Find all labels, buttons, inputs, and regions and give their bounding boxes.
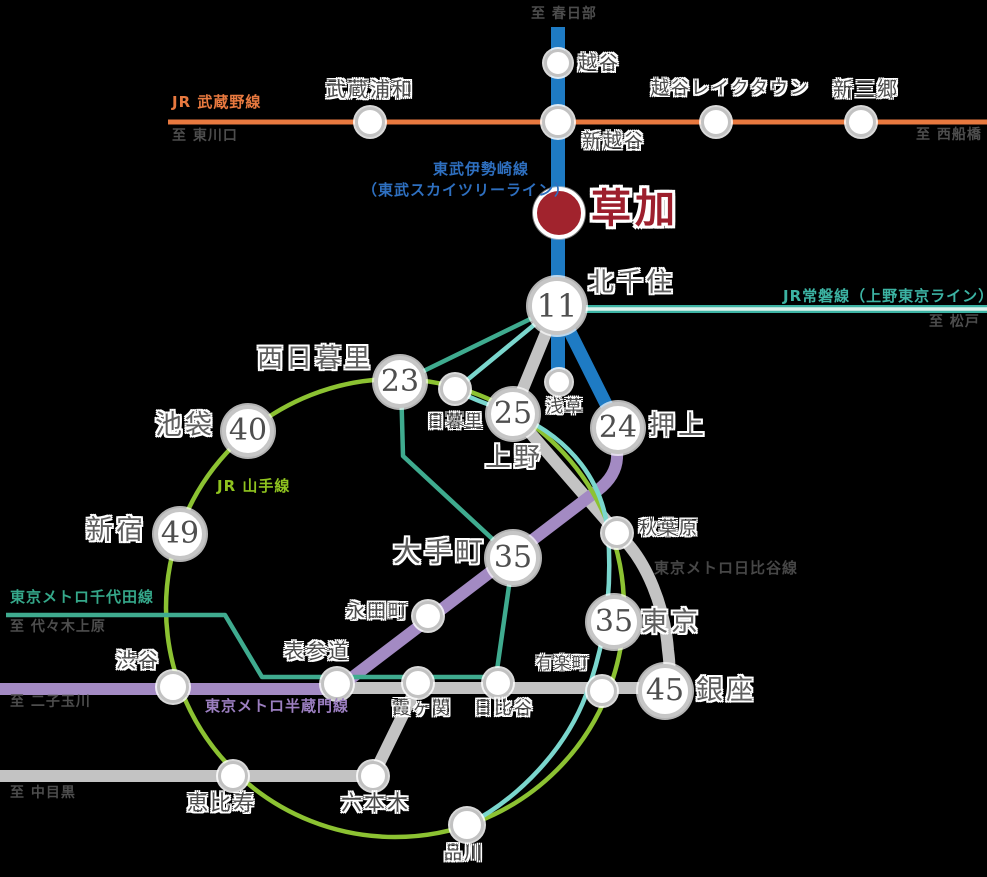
tobu-line-label-1: 東武伊勢崎線 (433, 160, 530, 178)
musashino-line-label: JR 武蔵野線 (172, 93, 262, 111)
station-dot-asakusa (546, 369, 572, 395)
time-badge-tokyo: 35 (587, 595, 641, 649)
station-label-ginza: 銀座 (696, 675, 756, 706)
station-label-shinagawa: 品川 (444, 843, 484, 864)
station-label-musashiurawa: 武蔵浦和 (326, 77, 414, 101)
station-label-ikebukuro: 池袋 (155, 410, 215, 441)
station-label-shinmisato: 新三郷 (833, 77, 899, 101)
time-value: 45 (645, 673, 685, 708)
station-dot-koshigaya (544, 49, 572, 77)
terminal-label-matsudo: 至 松戸 (929, 314, 980, 330)
station-label-ueno: 上野 (485, 443, 544, 473)
station-dot-koshigayalaketown (701, 107, 731, 137)
time-value: 24 (598, 410, 638, 445)
time-badge-otemachi: 35 (486, 531, 540, 585)
time-value: 35 (493, 540, 533, 575)
station-label-koshigaya: 越谷 (578, 52, 621, 74)
station-label-hibiya: 日比谷 (474, 698, 534, 719)
time-value: 49 (160, 516, 200, 551)
station-label-oshiage: 押上 (649, 411, 708, 441)
station-dot-hibiya (483, 668, 513, 698)
station-label-shinjuku: 新宿 (86, 515, 146, 546)
station-label-asakusa: 浅草 (546, 397, 584, 417)
time-value: 11 (536, 287, 578, 325)
soka-station-circle (533, 187, 585, 239)
time-badge-ikebukuro: 40 (222, 405, 274, 457)
station-dot-nagatacho (413, 601, 443, 631)
station-label-ebisu: 恵比寿 (187, 791, 256, 815)
station-dot-shibuya (157, 671, 189, 703)
station-dot-roppongi (358, 761, 388, 791)
time-badge-shinjuku: 49 (154, 508, 206, 560)
station-label-nippori: 日暮里 (427, 412, 484, 432)
hibiya-line-label: 東京メトロ日比谷線 (654, 559, 799, 577)
station-dot-akihabara (602, 518, 632, 548)
station-dot-nippori (440, 374, 470, 404)
time-value: 40 (228, 413, 268, 448)
terminal-label-nakameguro: 至 中目黒 (10, 785, 76, 801)
station-label-tokyo: 東京 (641, 607, 701, 638)
station-dot-kasumigaseki (403, 668, 433, 698)
station-label-akihabara: 秋葉原 (639, 518, 699, 539)
terminal-label-nishifunabashi: 至 西船橋 (916, 127, 982, 143)
hanzomon-line-label: 東京メトロ半蔵門線 (205, 697, 350, 715)
time-value: 23 (380, 364, 420, 399)
station-label-kitasenju: 北千住 (588, 268, 676, 298)
station-label-roppongi: 六本木 (341, 791, 410, 815)
time-badge-ginza: 45 (638, 664, 692, 718)
chiyoda-line-label: 東京メトロ千代田線 (10, 588, 155, 606)
station-label-kasumigaseki: 霞ヶ関 (392, 698, 452, 719)
time-badge-kitasenju: 11 (528, 277, 586, 335)
station-label-koshigayalaketown: 越谷レイクタウン (651, 78, 810, 99)
station-dot-musashiurawa (355, 107, 385, 137)
terminal-label-yoyogiuehara: 至 代々木上原 (10, 619, 106, 635)
station-dot-omotesando (321, 668, 353, 700)
yamanote-line-label: JR 山手線 (217, 477, 291, 495)
station-dot-yurakucho (587, 676, 617, 706)
station-label-shinkoshigaya: 新越谷 (582, 130, 646, 152)
station-label-nishinippori: 西日暮里 (257, 344, 374, 374)
terminal-label-futakotamagawa: 至 二子玉川 (10, 694, 91, 710)
station-label-soka: 草加 (591, 185, 679, 232)
station-dot-ebisu (218, 761, 248, 791)
station-dot-shinmisato (846, 107, 876, 137)
terminal-label-kasukabe: 至 春日部 (531, 6, 597, 22)
station-dot-shinkoshigaya (542, 106, 574, 138)
time-badge-nishinippori: 23 (374, 356, 426, 408)
station-label-yurakucho: 有楽町 (536, 653, 591, 672)
time-value: 25 (493, 396, 533, 431)
station-label-shibuya: 渋谷 (116, 648, 160, 672)
joban-line-label: JR常磐線（上野東京ライン） (783, 287, 987, 305)
terminal-label-higashikawaguchi: 至 東川口 (172, 128, 238, 144)
time-badge-ueno: 25 (487, 388, 539, 440)
station-dot-shinagawa (450, 808, 484, 842)
station-label-otemachi: 大手町 (393, 535, 487, 568)
station-label-nagatacho: 永田町 (346, 600, 410, 622)
station-label-omotesando: 表参道 (284, 639, 350, 663)
tobu-line-label-2: （東武スカイツリーライン） (362, 181, 571, 199)
time-value: 35 (594, 604, 634, 639)
time-badge-oshiage: 24 (592, 402, 644, 454)
